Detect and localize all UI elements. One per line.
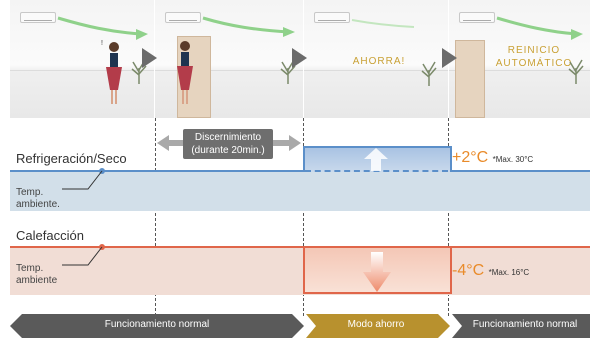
- timeline-normal-2: Funcionamiento normal: [472, 319, 578, 330]
- scene-panel-2: [155, 0, 303, 118]
- scene-panel-3: AHORRA!: [304, 0, 448, 118]
- plant-icon: [567, 58, 585, 84]
- cooling-offset-value: +2°C: [452, 149, 489, 166]
- heating-max: *Max. 16°C: [488, 268, 530, 277]
- airflow-arrow-icon: [496, 16, 583, 40]
- next-step-arrow-icon: [292, 48, 307, 68]
- heating-offset-value: -4°C: [452, 262, 485, 279]
- phase-divider: [303, 118, 304, 316]
- scene-panel-4: REINICIO AUTOMÁTICO: [449, 0, 590, 118]
- auto-restart-caption: REINICIO AUTOMÁTICO: [495, 45, 573, 69]
- air-conditioner-icon: [20, 12, 56, 23]
- phase-divider: [448, 118, 449, 316]
- ambient-pointer-icon: [62, 168, 105, 190]
- heating-label: Calefacción: [16, 228, 84, 243]
- air-conditioner-icon: [165, 12, 201, 23]
- person-icon: [177, 41, 193, 104]
- svg-text:!: !: [101, 40, 103, 47]
- heating-offset: -4°C *Max. 16°C: [452, 262, 529, 280]
- cooling-setpoint-line: [448, 170, 590, 172]
- air-conditioner-icon: [459, 12, 495, 23]
- saving-caption: AHORRA!: [352, 56, 406, 67]
- heating-ambient-label: Temp. ambiente: [16, 263, 58, 286]
- cooling-ambient-label: Temp. ambiente.: [16, 187, 60, 210]
- timeline-saving-mode: Modo ahorro: [347, 319, 405, 330]
- heating-ambient-band: [10, 247, 590, 295]
- next-step-arrow-icon: [142, 48, 157, 68]
- phase-divider: [155, 118, 156, 316]
- scene-panel-1: !: [10, 0, 154, 118]
- airflow-arrow-icon: !: [57, 16, 148, 104]
- air-conditioner-icon: [314, 12, 350, 23]
- airflow-arrow-icon: [202, 16, 295, 37]
- lower-arrow-icon: [363, 252, 391, 292]
- discernment-range-arrow-icon: [157, 135, 301, 151]
- plant-icon: [420, 60, 438, 86]
- door-icon: [455, 40, 485, 118]
- discernment-box: [183, 129, 273, 159]
- cooling-label: Refrigeración/Seco: [16, 151, 127, 166]
- person-icon: [106, 42, 122, 104]
- timeline-normal-1: Funcionamiento normal: [104, 319, 210, 330]
- airflow-arrow-icon: [351, 19, 415, 28]
- cooling-ambient-band: [10, 171, 590, 211]
- raise-arrow-icon: [364, 148, 388, 171]
- cooling-max: *Max. 30°C: [492, 155, 534, 164]
- discernment-label: Discernimiento (durante 20min.): [191, 132, 265, 156]
- cooling-offset: +2°C *Max. 30°C: [452, 149, 533, 167]
- ambient-pointer-icon: [62, 244, 105, 266]
- next-step-arrow-icon: [442, 48, 457, 68]
- timeline-bar: [10, 314, 590, 338]
- plant-icon: [279, 58, 297, 84]
- cooling-setpoint-line: [10, 170, 304, 172]
- heating-setpoint-line: [10, 246, 590, 248]
